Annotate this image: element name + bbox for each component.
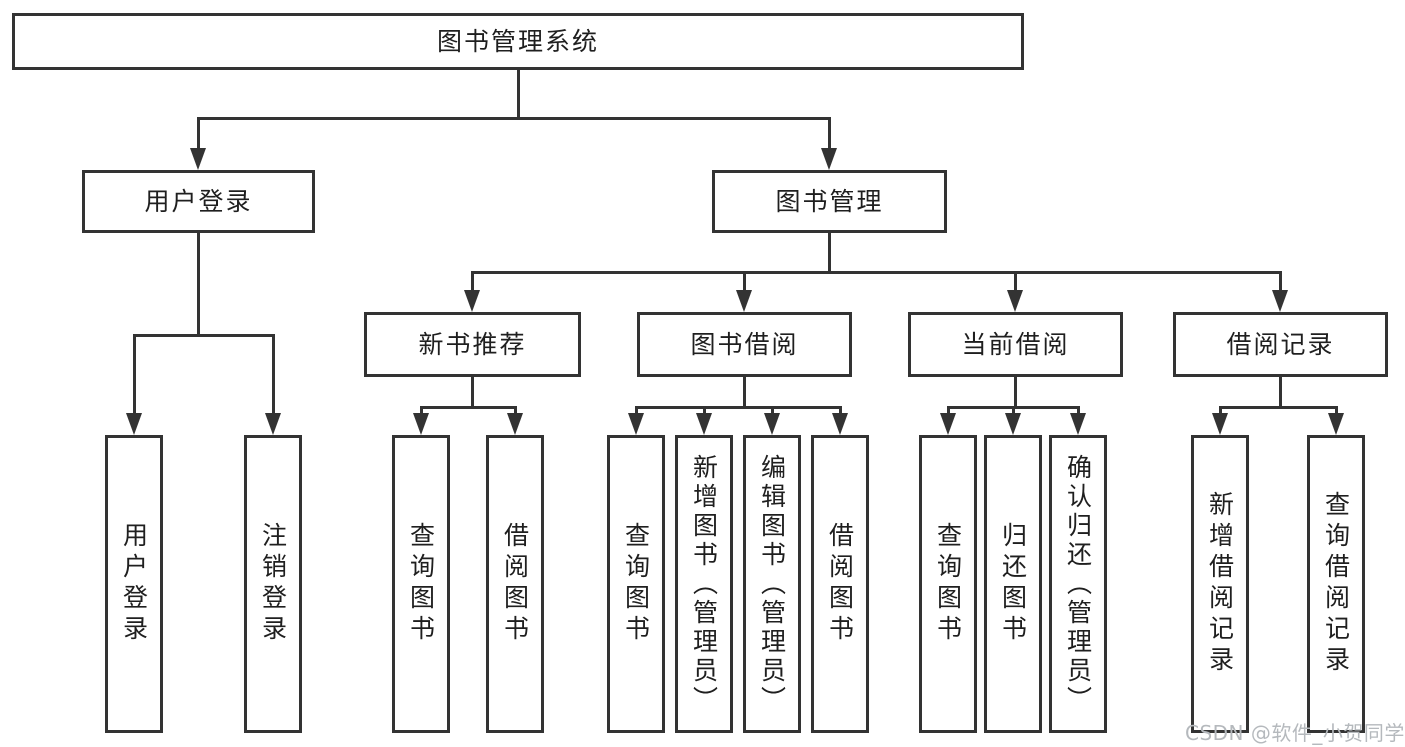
connector-arrow-down [507, 413, 523, 435]
leaf-logout-label: 注销登录 [258, 522, 288, 646]
connector-line [516, 68, 520, 119]
node-book-mgmt: 图书管理 [712, 170, 947, 233]
connector-line [742, 377, 746, 408]
connector-arrow-down [696, 413, 712, 435]
node-current-borrowing: 当前借阅 [908, 312, 1123, 377]
leaf-nbr-borrow-books-label: 借阅图书 [500, 522, 530, 646]
connector-line [419, 405, 517, 409]
node-new-book-rec: 新书推荐 [364, 312, 581, 377]
connector-arrow-down [1212, 413, 1228, 435]
leaf-bb-borrow-books: 借阅图书 [811, 435, 869, 733]
connector-line [132, 334, 136, 415]
leaf-nbr-query-books-label: 查询图书 [406, 522, 436, 646]
leaf-bb-edit-books-admin-label: 编辑图书（管理员） [757, 453, 787, 715]
connector-line [1278, 271, 1282, 292]
connector-line [827, 117, 831, 150]
connector-arrow-down [940, 413, 956, 435]
leaf-bb-borrow-books-label: 借阅图书 [825, 522, 855, 646]
connector-arrow-down [265, 413, 281, 435]
node-user-login: 用户登录 [82, 170, 315, 233]
leaf-br-query-record: 查询借阅记录 [1307, 435, 1365, 733]
connector-arrow-down [832, 413, 848, 435]
node-root: 图书管理系统 [12, 13, 1024, 70]
connector-arrow-down [736, 290, 752, 312]
connector-line [634, 406, 638, 415]
leaf-nbr-borrow-books: 借阅图书 [486, 435, 544, 733]
connector-line [702, 406, 706, 415]
connector-line [770, 406, 774, 415]
leaf-br-add-record: 新增借阅记录 [1191, 435, 1249, 733]
leaf-cb-confirm-return-admin: 确认归还（管理员） [1049, 435, 1107, 733]
connector-line [838, 406, 842, 415]
connector-line [470, 270, 1282, 274]
node-book-borrowing: 图书借阅 [637, 312, 852, 377]
connector-line [1334, 406, 1338, 415]
connector-line [470, 271, 474, 292]
connector-arrow-down [1005, 413, 1021, 435]
connector-arrow-down [1007, 290, 1023, 312]
connector-line [946, 406, 950, 415]
node-borrowing-records-label: 借阅记录 [1226, 330, 1335, 359]
leaf-cb-return-books: 归还图书 [984, 435, 1042, 733]
leaf-logout: 注销登录 [244, 435, 302, 733]
connector-line [1013, 377, 1017, 408]
leaf-br-add-record-label: 新增借阅记录 [1205, 491, 1235, 677]
node-current-borrowing-label: 当前借阅 [961, 330, 1070, 359]
connector-arrow-down [1328, 413, 1344, 435]
leaf-cb-return-books-label: 归还图书 [998, 522, 1028, 646]
connector-arrow-down [764, 413, 780, 435]
leaf-bb-add-books-admin-label: 新增图书（管理员） [689, 453, 719, 715]
node-new-book-rec-label: 新书推荐 [418, 330, 527, 359]
leaf-bb-query-books: 查询图书 [607, 435, 665, 733]
leaf-bb-query-books-label: 查询图书 [621, 522, 651, 646]
connector-line [1218, 405, 1338, 409]
leaf-user-login-label: 用户登录 [119, 522, 149, 646]
connector-line [1013, 271, 1017, 292]
node-book-mgmt-label: 图书管理 [775, 187, 884, 216]
node-book-borrowing-label: 图书借阅 [690, 330, 799, 359]
leaf-user-login: 用户登录 [105, 435, 163, 733]
connector-line [196, 117, 200, 150]
connector-arrow-down [413, 413, 429, 435]
connector-line [196, 116, 831, 120]
connector-line [742, 271, 746, 292]
connector-line [827, 233, 831, 274]
leaf-bb-add-books-admin: 新增图书（管理员） [675, 435, 733, 733]
connector-line [513, 406, 517, 415]
connector-line [196, 233, 200, 337]
connector-line [132, 333, 275, 337]
leaf-cb-query-books: 查询图书 [919, 435, 977, 733]
connector-line [470, 377, 474, 408]
node-borrowing-records: 借阅记录 [1173, 312, 1388, 377]
connector-arrow-down [464, 290, 480, 312]
connector-arrow-down [628, 413, 644, 435]
connector-line [1218, 406, 1222, 415]
node-user-login-label: 用户登录 [144, 187, 253, 216]
connector-arrow-down [190, 148, 206, 170]
connector-arrow-down [821, 148, 837, 170]
leaf-cb-confirm-return-admin-label: 确认归还（管理员） [1063, 453, 1093, 715]
leaf-bb-edit-books-admin: 编辑图书（管理员） [743, 435, 801, 733]
leaf-cb-query-books-label: 查询图书 [933, 522, 963, 646]
connector-line [634, 405, 842, 409]
leaf-br-query-record-label: 查询借阅记录 [1321, 491, 1351, 677]
csdn-watermark: CSDN @软件_小贺同学 [1185, 721, 1405, 745]
connector-arrow-down [1272, 290, 1288, 312]
connector-arrow-down [1070, 413, 1086, 435]
leaf-nbr-query-books: 查询图书 [392, 435, 450, 733]
node-root-label: 图书管理系统 [436, 27, 599, 56]
connector-arrow-down [126, 413, 142, 435]
connector-line [1278, 377, 1282, 408]
connector-line [1076, 406, 1080, 415]
connector-line [419, 406, 423, 415]
connector-line [1011, 406, 1015, 415]
connector-line [271, 334, 275, 415]
